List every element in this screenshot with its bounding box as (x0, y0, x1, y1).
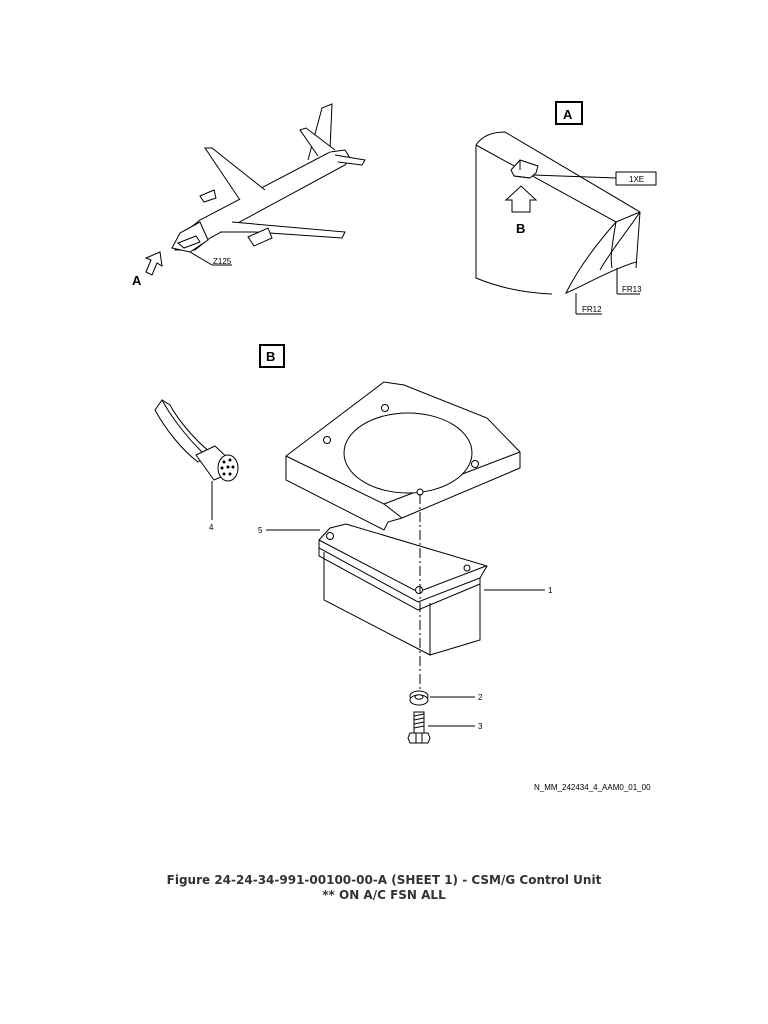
item-3-label: 3 (478, 722, 483, 731)
frame-fr12-label: FR12 (582, 305, 602, 314)
view-a-illustration (475, 101, 657, 315)
bolt (407, 711, 431, 744)
item-2-label: 2 (478, 693, 483, 702)
aircraft-illustration (144, 103, 366, 276)
figure-caption-effectivity: ** ON A/C FSN ALL (322, 888, 446, 902)
view-a-box-label: A (563, 107, 573, 122)
view-b-illustration (154, 344, 545, 744)
item-4-label: 4 (209, 523, 214, 532)
figure-caption-title: Figure 24-24-34-991-00100-00-A (SHEET 1)… (166, 873, 602, 887)
washer (409, 690, 429, 706)
mounting-plate (285, 381, 521, 531)
zone-label: Z125 (213, 257, 232, 266)
item-1-label: 1 (548, 586, 553, 595)
cable-connector (154, 399, 239, 482)
control-unit-box (318, 523, 488, 656)
frame-fr13-label: FR13 (622, 285, 642, 294)
arrow-a-label: A (132, 273, 142, 288)
view-b-box-label: B (266, 349, 275, 364)
arrow-b-label: B (516, 221, 525, 236)
item-5-label: 5 (258, 526, 263, 535)
drawing-reference: N_MM_242434_4_AAM0_01_00 (534, 783, 651, 792)
connector-label: 1XE (629, 175, 644, 184)
